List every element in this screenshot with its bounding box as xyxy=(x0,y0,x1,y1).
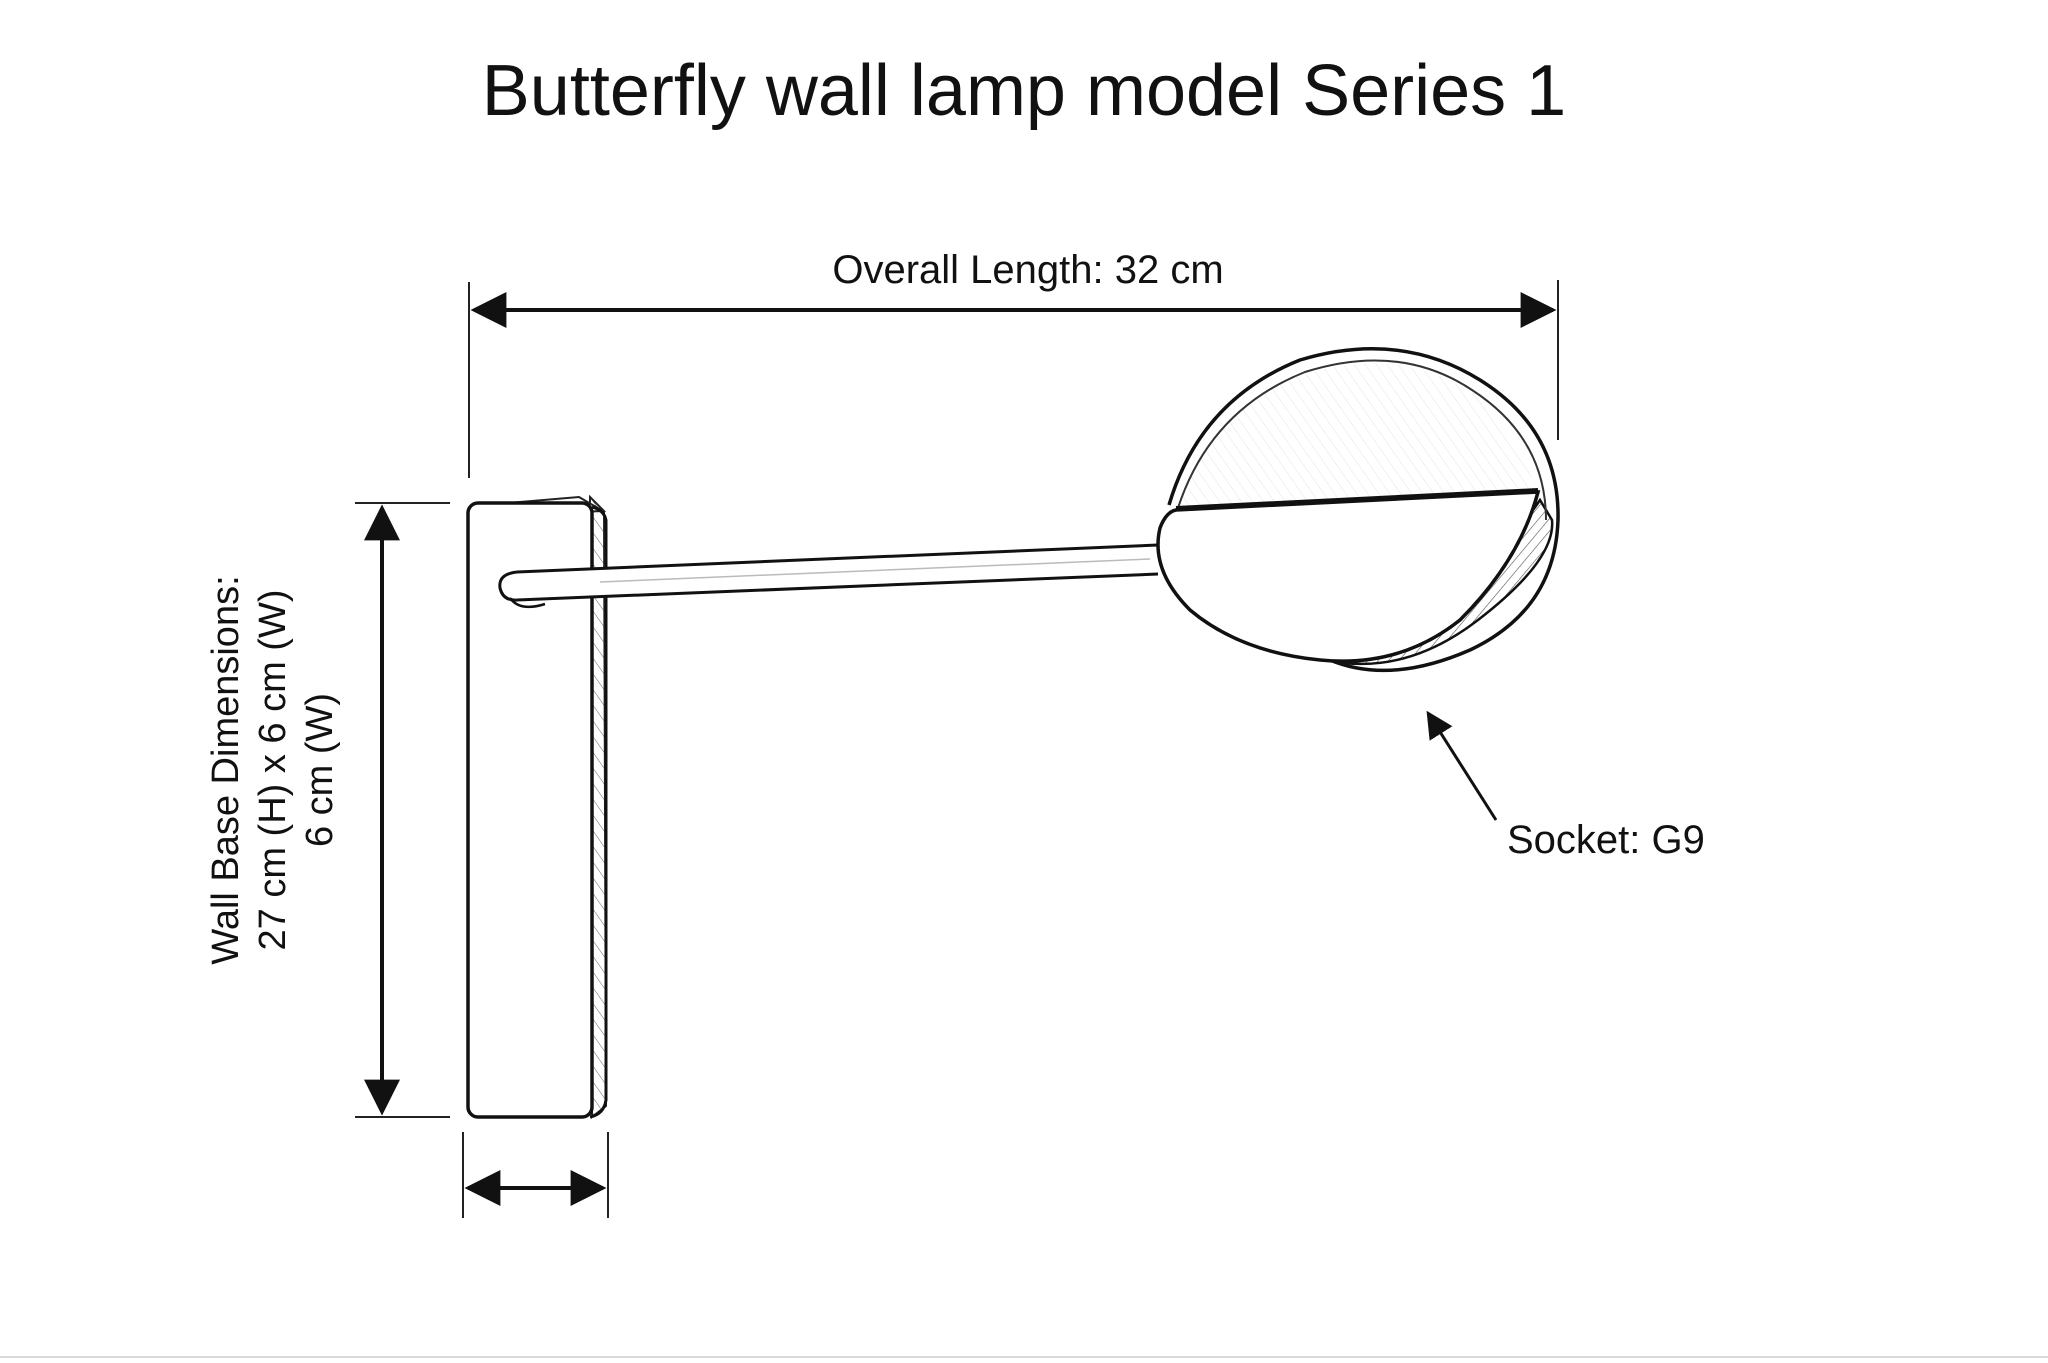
overall-length-dimension xyxy=(468,280,1559,478)
socket-leader-arrow xyxy=(1426,710,1498,821)
socket-label: Socket: G9 xyxy=(1507,818,1705,862)
lamp-arm xyxy=(498,543,1159,609)
wall-base-plate xyxy=(466,494,608,1120)
bottom-divider xyxy=(0,1356,2048,1358)
diagram-title: Butterfly wall lamp model Series 1 xyxy=(481,51,1567,131)
lamp-head xyxy=(1156,347,1560,673)
wall-base-width-dimension xyxy=(462,1132,609,1218)
overall-length-label: Overall Length: 32 cm xyxy=(832,248,1224,292)
wall-base-height-dimension xyxy=(355,502,450,1118)
